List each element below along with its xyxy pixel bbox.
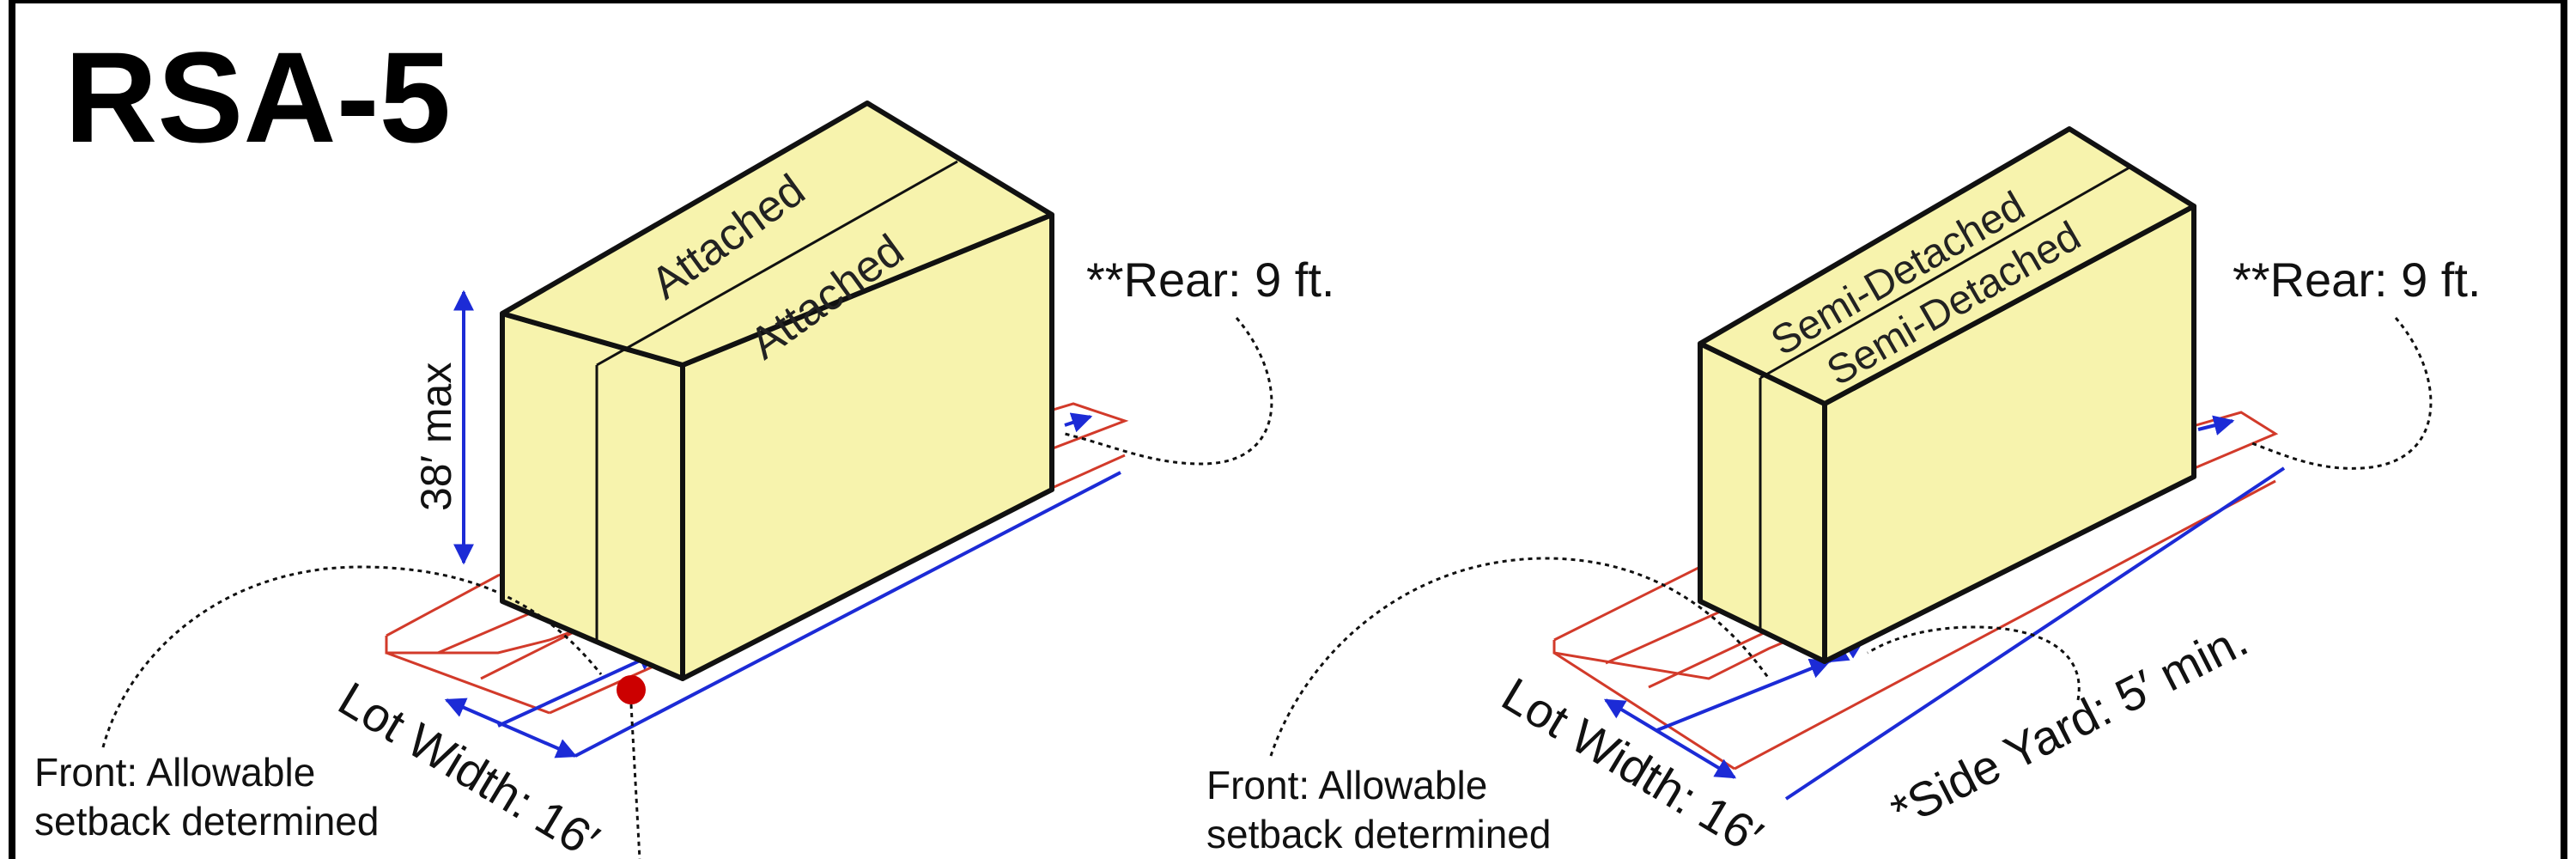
attached-front-marker	[617, 675, 646, 704]
attached-marker-leader	[629, 704, 641, 859]
attached-diagram: Attached Attached 38′ max **Rear: 9 ft. …	[34, 101, 1334, 859]
semi-detached-building	[1698, 126, 2196, 664]
attached-rear-label: **Rear: 9 ft.	[1086, 253, 1334, 307]
semi-front-leader	[1269, 557, 1771, 757]
semi-side-yard-label: *Side Yard: 5′ min.	[1882, 612, 2256, 838]
semi-building-top-face	[1698, 126, 2196, 406]
semi-side-yard-leader	[1867, 625, 2081, 701]
semi-front-label-line2: setback determined	[1206, 812, 1551, 856]
lot-width-dimension	[444, 698, 578, 758]
semi-rear-leader	[2249, 317, 2433, 470]
page-frame	[9, 0, 2567, 859]
attached-building-top-face	[500, 101, 1054, 368]
attached-building	[500, 101, 1054, 681]
page-title: RSA-5	[64, 25, 451, 169]
semi-detached-diagram: Semi-Detached Semi-Detached **Rear: 9 ft…	[1206, 126, 2481, 859]
attached-front-label-line2: setback determined	[34, 799, 379, 844]
attached-building-front-face	[500, 311, 685, 681]
semi-lot-width-dimension	[1603, 698, 1737, 779]
attached-rear-leader	[1064, 317, 1273, 466]
attached-front-label-line1: Front: Allowable	[34, 750, 315, 795]
attached-height-label: 38′ max	[412, 362, 460, 511]
semi-front-label-line1: Front: Allowable	[1206, 763, 1487, 807]
attached-front-leader	[101, 565, 603, 748]
semi-rear-label: **Rear: 9 ft.	[2233, 253, 2481, 307]
attached-dimension-lines	[444, 289, 1121, 758]
